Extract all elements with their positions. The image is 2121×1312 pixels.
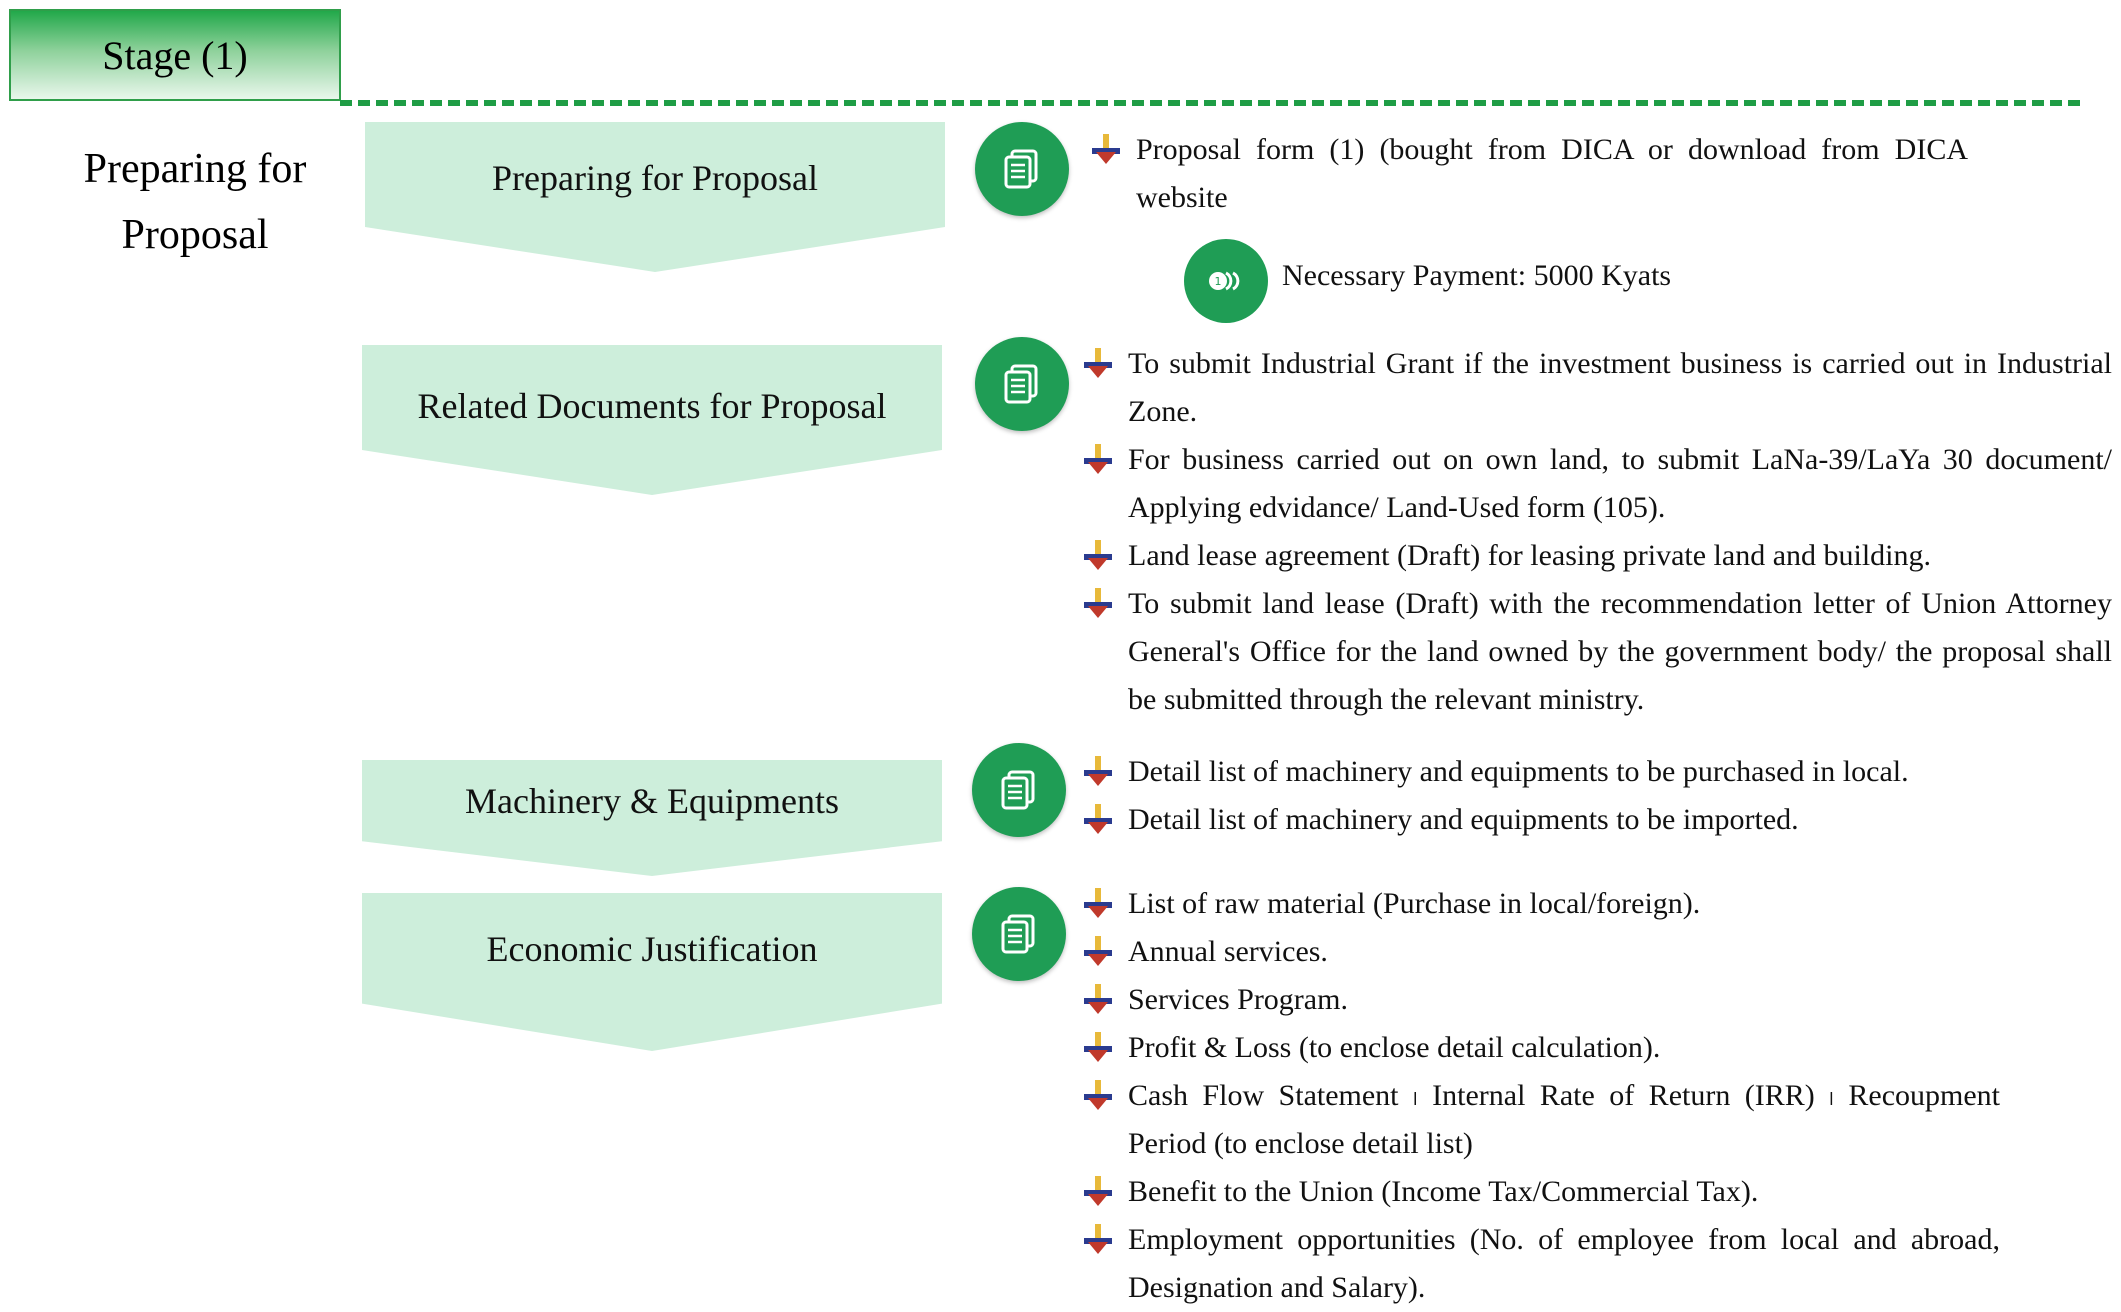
document-icon (975, 337, 1069, 431)
list-item-text: Profit & Loss (to enclose detail calcula… (1128, 1031, 1661, 1064)
cross-arrow-bullet-icon (1084, 888, 1112, 918)
side-title-line-2: Proposal (121, 212, 269, 258)
cross-arrow-bullet-icon (1084, 984, 1112, 1014)
cross-arrow-bullet-icon (1084, 540, 1112, 570)
chevron-label: Preparing for Proposal (492, 158, 818, 198)
payment-text: Necessary Payment: 5000 Kyats (1282, 259, 1672, 292)
document-icon (975, 122, 1069, 216)
document-icon (972, 887, 1066, 981)
bullet-list-related-documents: To submit Industrial Grant if the invest… (1080, 340, 2112, 724)
list-item: Land lease agreement (Draft) for leasing… (1080, 532, 2112, 580)
cross-arrow-bullet-icon (1084, 348, 1112, 378)
list-item-text: Employment opportunities (No. of employe… (1128, 1223, 2000, 1304)
dashed-divider (340, 100, 2080, 106)
list-item-text: Services Program. (1128, 983, 1348, 1016)
cross-arrow-bullet-icon (1084, 804, 1112, 834)
list-item-text: List of raw material (Purchase in local/… (1128, 887, 1701, 920)
chevron-preparing-for-proposal: Preparing for Proposal (365, 122, 945, 272)
list-item-text: Detail list of machinery and equipments … (1128, 803, 1799, 836)
stage-label: Stage (1) (102, 32, 248, 78)
list-item: For business carried out on own land, to… (1080, 436, 2112, 532)
list-item: To submit Industrial Grant if the invest… (1080, 340, 2112, 436)
list-item: Employment opportunities (No. of employe… (1080, 1216, 2000, 1312)
cross-arrow-bullet-icon (1084, 756, 1112, 786)
list-item-text: To submit Industrial Grant if the invest… (1128, 347, 2112, 428)
list-item-text: To submit land lease (Draft) with the re… (1128, 587, 2112, 716)
cross-arrow-bullet-icon (1084, 1080, 1112, 1110)
cross-arrow-bullet-icon (1084, 444, 1112, 474)
list-item-text: For business carried out on own land, to… (1128, 443, 2112, 524)
list-item: Cash Flow Statement ၊ Internal Rate of R… (1080, 1072, 2000, 1168)
list-item-text: Benefit to the Union (Income Tax/Commerc… (1128, 1175, 1759, 1208)
svg-text:1: 1 (1215, 275, 1222, 288)
cross-arrow-bullet-icon (1084, 588, 1112, 618)
list-item: To submit land lease (Draft) with the re… (1080, 580, 2112, 724)
cross-arrow-bullet-icon (1084, 1224, 1112, 1254)
list-item: Proposal form (1) (bought from DICA or d… (1088, 126, 1968, 222)
cross-arrow-bullet-icon (1092, 134, 1120, 164)
list-item-text: Proposal form (1) (bought from DICA or d… (1136, 133, 1968, 214)
coins-icon: 1 (1184, 239, 1268, 323)
side-title-line-1: Preparing for (83, 146, 307, 192)
bullet-list-machinery: Detail list of machinery and equipments … (1080, 748, 2080, 844)
bullet-list-economic: List of raw material (Purchase in local/… (1080, 880, 2000, 1312)
list-item: Profit & Loss (to enclose detail calcula… (1080, 1024, 2000, 1072)
chevron-label: Economic Justification (486, 929, 818, 969)
list-item-text: Annual services. (1128, 935, 1328, 968)
list-item-text: Cash Flow Statement ၊ Internal Rate of R… (1128, 1079, 2000, 1160)
chevron-label: Machinery & Equipments (465, 781, 839, 821)
bullet-list-preparing: Proposal form (1) (bought from DICA or d… (1088, 126, 1968, 222)
list-item: List of raw material (Purchase in local/… (1080, 880, 2000, 928)
list-item: Benefit to the Union (Income Tax/Commerc… (1080, 1168, 2000, 1216)
cross-arrow-bullet-icon (1084, 936, 1112, 966)
list-item-text: Detail list of machinery and equipments … (1128, 755, 1909, 788)
chevron-economic-justification: Economic Justification (362, 893, 942, 1051)
cross-arrow-bullet-icon (1084, 1032, 1112, 1062)
list-item: Services Program. (1080, 976, 2000, 1024)
document-icon (972, 743, 1066, 837)
side-title: Preparing for Proposal (50, 136, 340, 268)
stage-tab: Stage (1) (9, 9, 341, 101)
chevron-label: Related Documents for Proposal (417, 386, 887, 426)
chevron-related-documents: Related Documents for Proposal (362, 345, 942, 495)
chevron-machinery-equipments: Machinery & Equipments (362, 760, 942, 876)
list-item: Detail list of machinery and equipments … (1080, 796, 2080, 844)
list-item: Detail list of machinery and equipments … (1080, 748, 2080, 796)
list-item-text: Land lease agreement (Draft) for leasing… (1128, 539, 1932, 572)
list-item: Annual services. (1080, 928, 2000, 976)
cross-arrow-bullet-icon (1084, 1176, 1112, 1206)
